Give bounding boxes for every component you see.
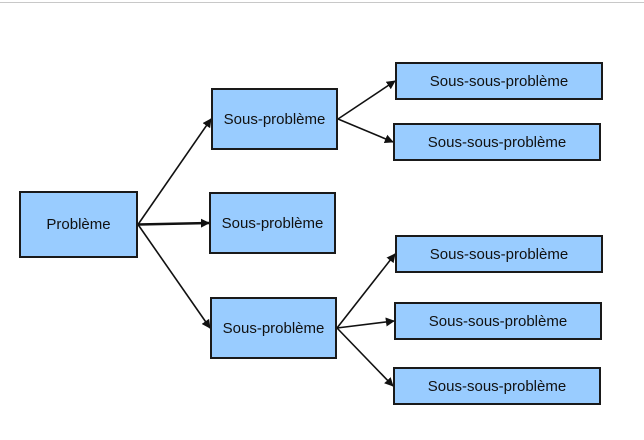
edge-sub1-to-ss2: [337, 118, 394, 144]
sub-subproblem-node-3: Sous-sous-problème: [395, 235, 603, 273]
sub-subproblem-node-4: Sous-sous-problème: [394, 302, 602, 340]
subproblem-node-1: Sous-problème: [211, 88, 338, 150]
edge-sub3-to-ss5: [336, 327, 394, 387]
sub-subproblem-node-2: Sous-sous-problème: [393, 123, 601, 161]
subproblem-node-2: Sous-problème: [209, 192, 336, 254]
edge-sub3-to-ss3: [336, 253, 396, 329]
edge-root-to-sub2: [137, 218, 210, 228]
edge-sub1-to-ss1: [337, 80, 396, 120]
root-problem-node: Problème: [19, 191, 138, 258]
sub-subproblem-node-5: Sous-sous-problème: [393, 367, 601, 405]
subproblem-node-3: Sous-problème: [210, 297, 337, 359]
top-divider: [0, 2, 644, 3]
edge-root-to-sub3: [137, 224, 211, 329]
sub-subproblem-node-1: Sous-sous-problème: [395, 62, 603, 100]
edge-root-to-sub1: [137, 118, 212, 225]
edge-sub3-to-ss4: [336, 317, 395, 329]
